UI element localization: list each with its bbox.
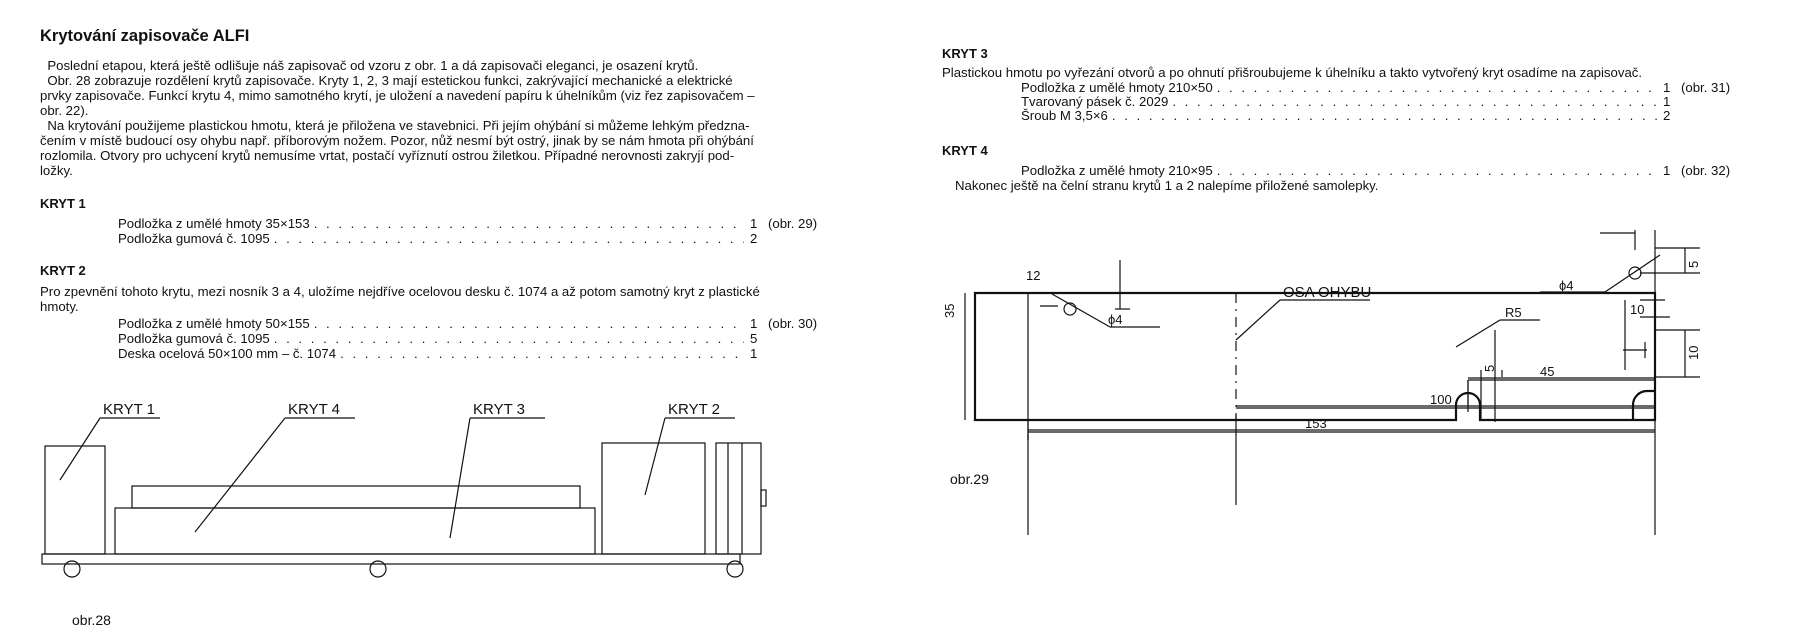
kryt3-text: Plastickou hmotu po vyřezání otvorů a po… (942, 65, 1643, 80)
label-kryt3: KRYT 3 (473, 401, 525, 418)
dim-phi4-right: ϕ4 (1559, 278, 1574, 293)
dot-leader (314, 216, 744, 231)
dot-leader (340, 346, 744, 361)
paragraph-line: hmoty. (40, 299, 79, 314)
figure-caption: obr.28 (72, 612, 111, 628)
label-kryt1: KRYT 1 (103, 401, 155, 418)
part-qty: 1 (1663, 80, 1671, 95)
parts-list-item: Podložka z umělé hmoty 210×95 1 (obr. 32) (1021, 163, 1741, 178)
dim-35: 35 (942, 304, 957, 318)
part-ref: (obr. 29) (768, 216, 818, 231)
part-name: Deska ocelová 50×100 mm – č. 1074 (118, 346, 337, 361)
dim-10-height: 10 (1686, 346, 1701, 360)
parts-list-item: Tvarovaný pásek č. 2029 1 (1021, 94, 1741, 109)
kryt4-heading: KRYT 4 (942, 143, 988, 158)
parts-list-item: Podložka gumová č. 1095 2 (118, 231, 828, 246)
dim-12: 12 (1026, 268, 1040, 283)
parts-list-item: Podložka z umělé hmoty 35×153 1 (obr. 29) (118, 216, 828, 231)
paragraph-line: Na krytování použijeme plastickou hmotu,… (40, 118, 750, 133)
part-qty: 1 (750, 316, 758, 331)
kryt4-note: Nakonec ještě na čelní stranu krytů 1 a … (955, 178, 1379, 193)
paragraph-line: Obr. 28 zobrazuje rozdělení krytů zapiso… (40, 73, 733, 88)
part-qty: 1 (750, 346, 758, 361)
part-name: Podložka z umělé hmoty 35×153 (118, 216, 310, 231)
part-qty: 1 (1663, 94, 1671, 109)
parts-list-item: Podložka z umělé hmoty 210×50 1 (obr. 31) (1021, 80, 1741, 95)
part-name: Tvarovaný pásek č. 2029 (1021, 94, 1169, 109)
part-ref (764, 331, 828, 346)
dot-leader (274, 331, 744, 346)
label-kryt4: KRYT 4 (288, 401, 340, 418)
part-ref: (obr. 32) (1681, 163, 1731, 178)
dim-153: 153 (1305, 416, 1327, 431)
dot-leader (1172, 94, 1657, 109)
dim-45: 45 (1540, 364, 1554, 379)
dot-leader (314, 316, 744, 331)
part-ref (1677, 94, 1741, 109)
paragraph-line: čením v místě budoucí osy ohybu např. př… (40, 133, 754, 148)
label-osa-ohybu: OSA OHYBU (1283, 284, 1371, 301)
dot-leader (1217, 80, 1657, 95)
kryt1-heading: KRYT 1 (40, 196, 86, 211)
dim-5-slot: 5 (1482, 365, 1497, 372)
dot-leader (1217, 163, 1657, 178)
part-name: Podložka z umělé hmoty 210×95 (1021, 163, 1213, 178)
part-name: Podložka gumová č. 1095 (118, 331, 270, 346)
kryt3-heading: KRYT 3 (942, 46, 988, 61)
dim-100: 100 (1430, 392, 1452, 407)
figure-caption: obr.29 (950, 471, 989, 487)
part-qty: 1 (750, 216, 758, 231)
paragraph-line: Pro zpevnění tohoto krytu, mezi nosník 3… (40, 284, 760, 299)
section-title: Krytování zapisovače ALFI (40, 27, 250, 45)
dim-phi4-left: ϕ4 (1108, 312, 1123, 327)
part-name: Šroub M 3,5×6 (1021, 108, 1108, 123)
dim-5-right: 5 (1686, 261, 1701, 268)
part-ref (764, 231, 828, 246)
figure-29-cover-drawing: 12 35 ϕ4 OSA OHYBU ϕ4 R5 5 5 10 10 5 45 … (942, 230, 1701, 535)
paragraph-line: ložky. (40, 163, 73, 178)
kryt2-text: Pro zpevnění tohoto krytu, mezi nosník 3… (40, 284, 760, 314)
label-kryt2: KRYT 2 (668, 401, 720, 418)
part-qty: 5 (750, 331, 758, 346)
part-qty: 2 (750, 231, 758, 246)
parts-list-item: Deska ocelová 50×100 mm – č. 1074 1 (118, 346, 828, 361)
paragraph-line: prvky zapisovače. Funkcí krytu 4, mimo s… (40, 88, 755, 103)
paragraph-line: Poslední etapou, která ještě odlišuje ná… (40, 58, 699, 73)
part-ref: (obr. 31) (1681, 80, 1731, 95)
parts-list-item: Podložka z umělé hmoty 50×155 1 (obr. 30) (118, 316, 828, 331)
dim-10-radius: 10 (1630, 302, 1644, 317)
dot-leader (1112, 108, 1657, 123)
part-qty: 1 (1663, 163, 1671, 178)
figure-28-cover-layout: KRYT 1 KRYT 4 KRYT 3 KRYT 2 obr.28 (41, 401, 767, 628)
kryt2-heading: KRYT 2 (40, 263, 86, 278)
part-ref (1677, 108, 1741, 123)
dim-r5: R5 (1505, 305, 1522, 320)
part-ref (764, 346, 828, 361)
dot-leader (274, 231, 744, 246)
part-name: Podložka z umělé hmoty 210×50 (1021, 80, 1213, 95)
dim-5-top: 5 (1632, 230, 1639, 233)
part-name: Podložka gumová č. 1095 (118, 231, 270, 246)
intro-paragraph: Poslední etapou, která ještě odlišuje ná… (40, 58, 755, 178)
parts-list-item: Šroub M 3,5×6 2 (1021, 108, 1741, 123)
part-qty: 2 (1663, 108, 1671, 123)
part-name: Podložka z umělé hmoty 50×155 (118, 316, 310, 331)
part-ref: (obr. 30) (768, 316, 818, 331)
paragraph-line: obr. 22). (40, 103, 89, 118)
parts-list-item: Podložka gumová č. 1095 5 (118, 331, 828, 346)
paragraph-line: rozlomila. Otvory pro uchycení krytů nem… (40, 148, 735, 163)
